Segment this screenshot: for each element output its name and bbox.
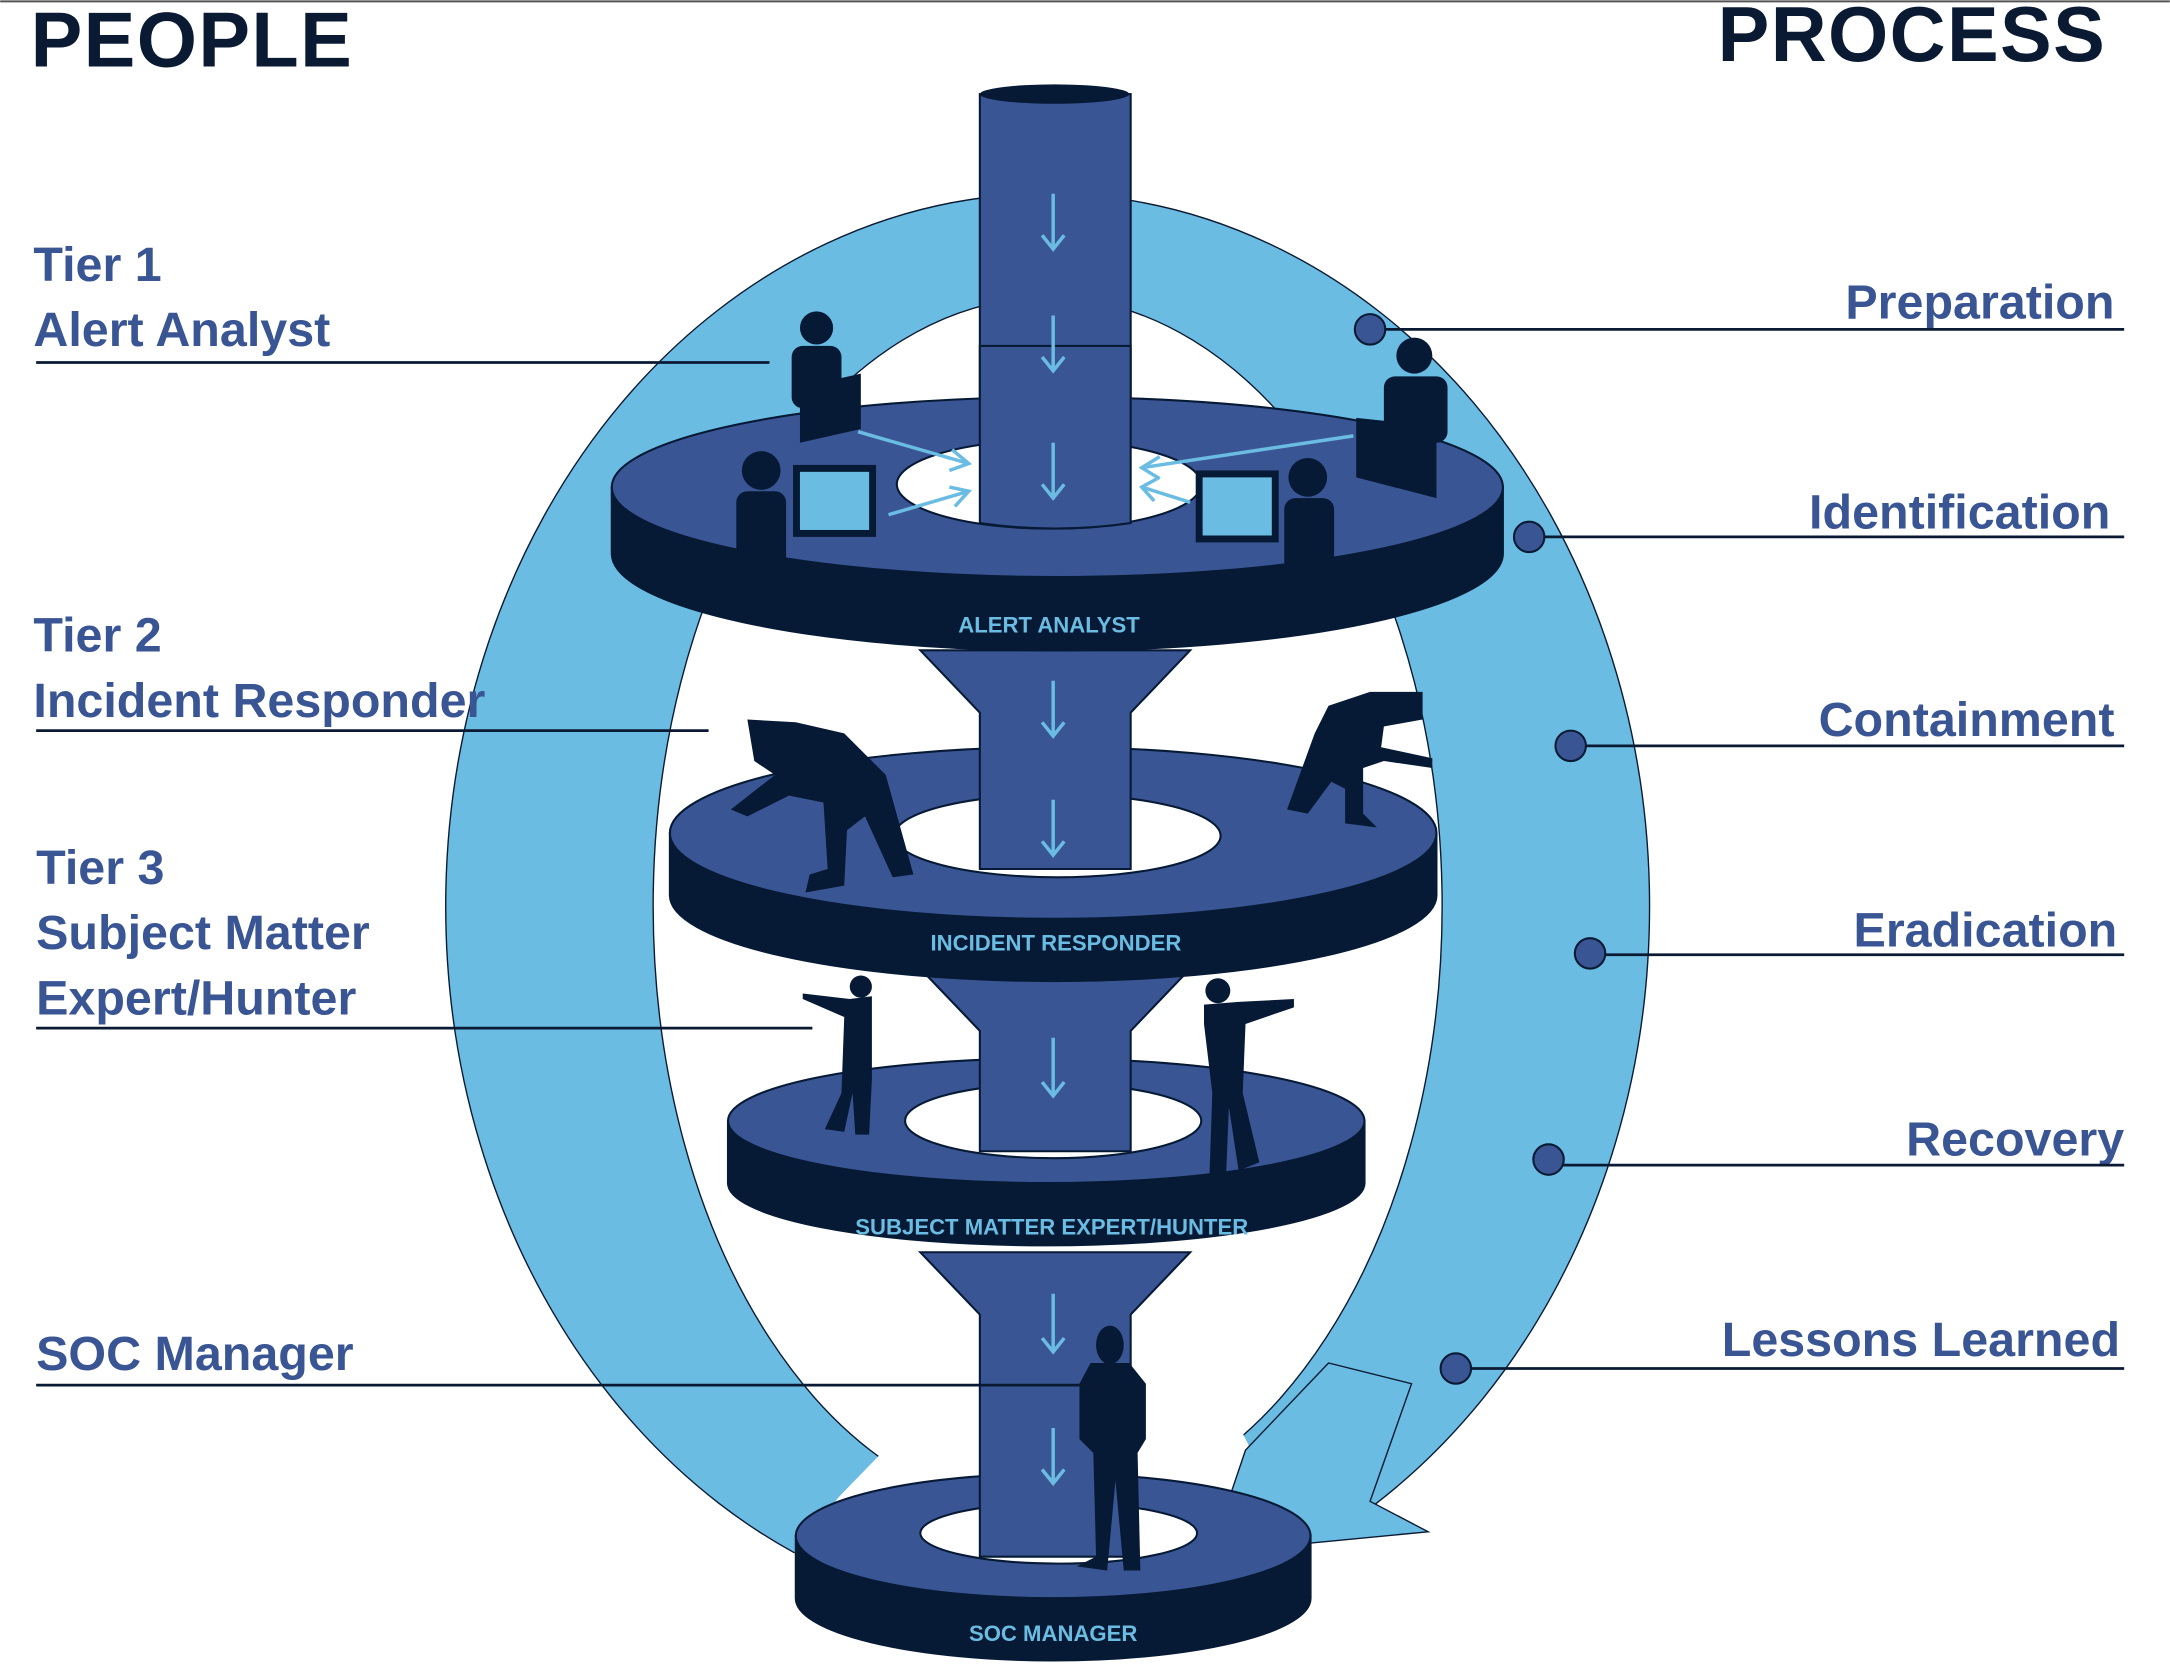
svg-text:Containment: Containment: [1819, 693, 2115, 747]
svg-text:Tier 1: Tier 1: [33, 238, 161, 292]
svg-text:Recovery: Recovery: [1906, 1112, 2124, 1166]
process-step-eradication: Eradication: [1573, 903, 2125, 970]
process-step-preparation: Preparation: [1353, 275, 2125, 346]
manager-standing-icon: [1076, 1325, 1146, 1571]
people-label-tier3: Tier 3 Subject Matter Expert/Hunter: [36, 841, 813, 1030]
people-label-tier2: Tier 2 Incident Responder: [33, 609, 709, 732]
analyst-at-monitor-icon: [736, 311, 1448, 579]
svg-text:Eradication: Eradication: [1854, 903, 2118, 957]
tier-label: ALERT ANALYST: [958, 612, 1140, 637]
svg-text:Tier 3: Tier 3: [36, 841, 164, 895]
tier-label: SUBJECT MATTER EXPERT/HUNTER: [855, 1214, 1248, 1239]
column-segment: [978, 344, 1132, 530]
disk-subject-matter-expert: SUBJECT MATTER EXPERT/HUNTER: [726, 967, 1366, 1247]
svg-text:Subject Matter: Subject Matter: [36, 906, 370, 960]
svg-text:SOC Manager: SOC Manager: [36, 1327, 354, 1381]
svg-text:Preparation: Preparation: [1845, 275, 2114, 329]
svg-text:Lessons Learned: Lessons Learned: [1722, 1313, 2120, 1367]
people-header: PEOPLE: [31, 0, 354, 83]
people-label-soc-manager: SOC Manager: [36, 1327, 1094, 1387]
people-label-tier1: Tier 1 Alert Analyst: [33, 238, 770, 364]
column-segment: [917, 649, 1193, 871]
process-step-recovery: Recovery: [1532, 1112, 2124, 1176]
responder-inspecting-icon: [730, 691, 1433, 893]
process-step-identification: Identification: [1512, 486, 2125, 554]
process-step-lessons-learned: Lessons Learned: [1439, 1313, 2125, 1385]
tier-label: SOC MANAGER: [969, 1621, 1137, 1646]
svg-text:Tier 2: Tier 2: [33, 609, 161, 663]
process-header: PROCESS: [1718, 0, 2107, 78]
alert-flow-arrows: [857, 430, 1354, 517]
svg-text:Alert Analyst: Alert Analyst: [33, 303, 330, 357]
svg-text:Expert/Hunter: Expert/Hunter: [36, 971, 356, 1025]
tier-label: INCIDENT RESPONDER: [931, 931, 1182, 956]
hunter-binoculars-icon: [802, 975, 1294, 1174]
column-top: [979, 84, 1130, 104]
down-arrow-icons: [1040, 193, 1066, 1487]
svg-text:Identification: Identification: [1809, 486, 2110, 540]
process-step-containment: Containment: [1554, 693, 2125, 763]
svg-text:Incident Responder: Incident Responder: [33, 674, 485, 728]
